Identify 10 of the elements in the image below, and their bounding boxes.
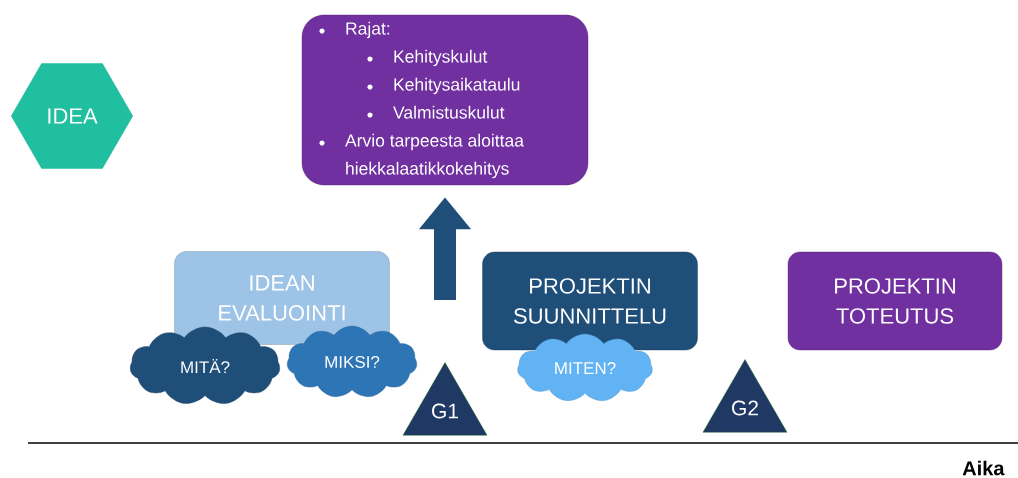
question-cloud: MIKSI?	[287, 325, 417, 397]
process-box: PROJEKTIN SUUNNITTELU	[482, 251, 698, 351]
question-cloud: MITÄ?	[130, 326, 280, 404]
axis-label: Aika	[962, 460, 1005, 476]
hexagon: IDEA	[11, 63, 133, 169]
gate-triangle: G2	[702, 359, 788, 433]
question-cloud: MITEN?	[517, 333, 653, 401]
gate-triangle: G1	[402, 362, 488, 436]
process-box: PROJEKTIN TOTEUTUS	[787, 251, 1003, 351]
bullet-list-box: Rajat: Kehityskulut Kehitysaikataulu Valmistuskulut Arvio tarpeesta aloittaa hiekkalaatikkokehitys	[301, 14, 589, 186]
